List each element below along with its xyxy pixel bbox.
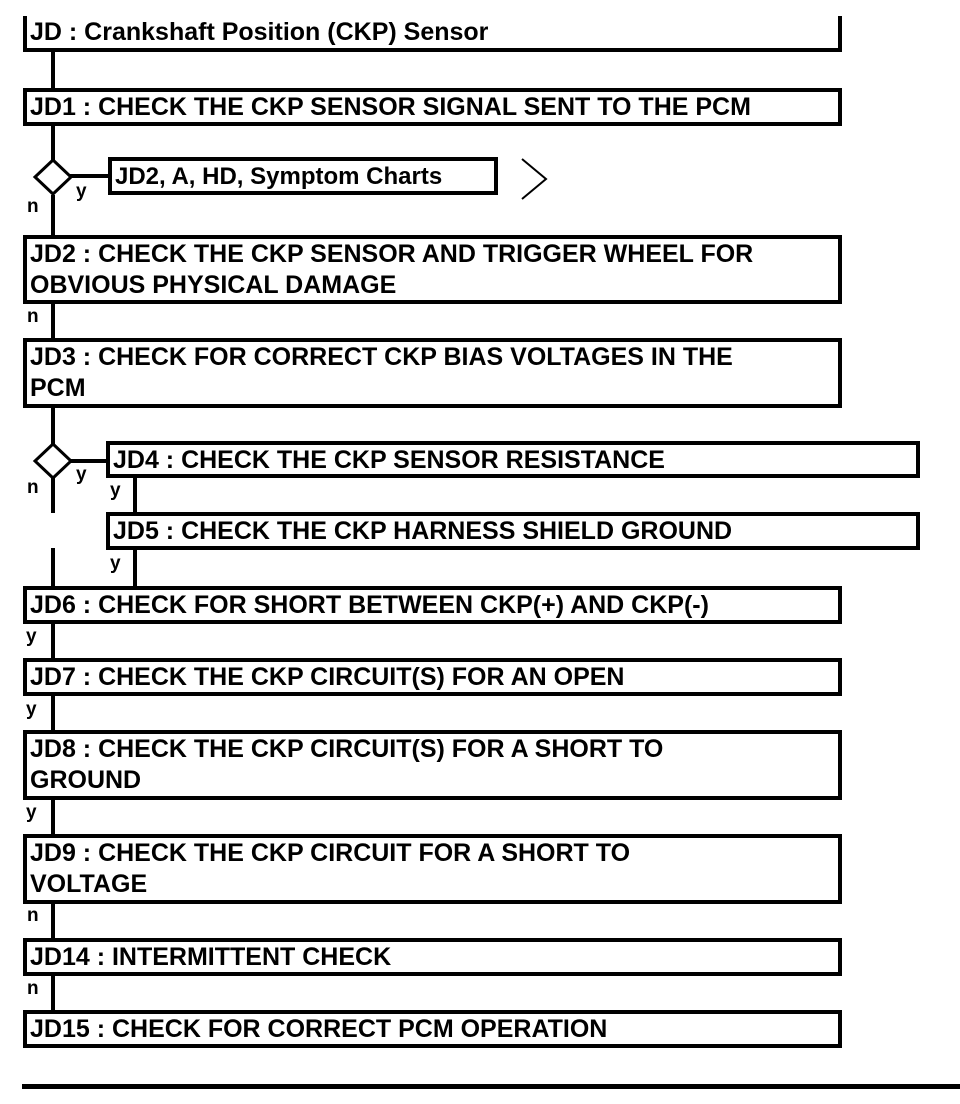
decision1-yes-label: y <box>76 181 87 202</box>
connector-jd1-decision1 <box>51 124 55 160</box>
connector-to-jd6 <box>51 548 55 588</box>
step-jd3[interactable]: JD3 : CHECK FOR CORRECT CKP BIAS VOLTAGE… <box>23 338 842 408</box>
step-jd9-line1: JD9 : CHECK THE CKP CIRCUIT FOR A SHORT … <box>30 839 631 867</box>
title-text: JD : Crankshaft Position (CKP) Sensor <box>30 18 489 46</box>
jd9-no-label: n <box>27 905 39 926</box>
step-jd2-line1: JD2 : CHECK THE CKP SENSOR AND TRIGGER W… <box>30 240 754 268</box>
connector-decision1-jd2 <box>51 195 55 235</box>
step-jd8-line2: GROUND <box>30 766 142 794</box>
connector-jd6-jd7 <box>51 622 55 658</box>
decision2-yes-label: y <box>76 464 87 485</box>
step-jd6-label: JD6 : CHECK FOR SHORT BETWEEN CKP(+) AND… <box>30 591 709 619</box>
connector-jd8-jd9 <box>51 798 55 834</box>
jd6-yes-label: y <box>26 626 37 647</box>
step-jd9[interactable]: JD9 : CHECK THE CKP CIRCUIT FOR A SHORT … <box>23 834 842 904</box>
connector-jd14-jd15 <box>51 974 55 1010</box>
step-jd8-line1: JD8 : CHECK THE CKP CIRCUIT(S) FOR A SHO… <box>30 735 664 763</box>
step-jd3-line2: PCM <box>30 374 86 402</box>
branch1-yes-line <box>70 174 110 178</box>
step-jd6[interactable]: JD6 : CHECK FOR SHORT BETWEEN CKP(+) AND… <box>23 586 842 624</box>
step-jd7[interactable]: JD7 : CHECK THE CKP CIRCUIT(S) FOR AN OP… <box>23 658 842 696</box>
step-jd1-label: JD1 : CHECK THE CKP SENSOR SIGNAL SENT T… <box>30 93 751 121</box>
connector-jd9-jd14 <box>51 902 55 938</box>
step-jd1[interactable]: JD1 : CHECK THE CKP SENSOR SIGNAL SENT T… <box>23 88 842 126</box>
step-jd8[interactable]: JD8 : CHECK THE CKP CIRCUIT(S) FOR A SHO… <box>23 730 842 800</box>
title-box: JD : Crankshaft Position (CKP) Sensor <box>23 16 842 52</box>
branch2-yes-line <box>70 459 110 463</box>
jd7-yes-label: y <box>26 699 37 720</box>
step-jd15-label: JD15 : CHECK FOR CORRECT PCM OPERATION <box>30 1015 608 1043</box>
decision-diamond-1 <box>32 157 74 197</box>
step-jd4-label: JD4 : CHECK THE CKP SENSOR RESISTANCE <box>113 446 665 474</box>
step-jd4[interactable]: JD4 : CHECK THE CKP SENSOR RESISTANCE <box>106 441 920 478</box>
step-jd5-label: JD5 : CHECK THE CKP HARNESS SHIELD GROUN… <box>113 517 733 545</box>
step-jd9-line2: VOLTAGE <box>30 870 148 898</box>
connector-jd5-jd6 <box>133 548 137 588</box>
jd4-yes-label: y <box>110 480 121 501</box>
step-jd15[interactable]: JD15 : CHECK FOR CORRECT PCM OPERATION <box>23 1010 842 1048</box>
step-jd14-label: JD14 : INTERMITTENT CHECK <box>30 943 392 971</box>
step-jd14[interactable]: JD14 : INTERMITTENT CHECK <box>23 938 842 976</box>
connector-jd7-jd8 <box>51 694 55 730</box>
connector-jd2-jd3 <box>51 302 55 338</box>
step-jd5[interactable]: JD5 : CHECK THE CKP HARNESS SHIELD GROUN… <box>106 512 920 550</box>
step-jd7-label: JD7 : CHECK THE CKP CIRCUIT(S) FOR AN OP… <box>30 663 625 691</box>
decision2-no-label: n <box>27 477 39 498</box>
branch1-target-label: JD2, A, HD, Symptom Charts <box>115 163 443 190</box>
decision1-no-label: n <box>27 196 39 217</box>
decision-diamond-2 <box>32 441 74 481</box>
connector-decision2-down <box>51 478 55 513</box>
step-jd2[interactable]: JD2 : CHECK THE CKP SENSOR AND TRIGGER W… <box>23 235 842 304</box>
chevron-right-icon <box>521 158 548 200</box>
step-branch1-target[interactable]: JD2, A, HD, Symptom Charts <box>108 157 498 195</box>
jd8-yes-label: y <box>26 802 37 823</box>
jd2-no-label: n <box>27 306 39 327</box>
connector-jd4-jd5 <box>133 476 137 512</box>
step-jd2-line2: OBVIOUS PHYSICAL DAMAGE <box>30 271 397 299</box>
jd14-no-label: n <box>27 978 39 999</box>
connector-jd3-decision2 <box>51 406 55 444</box>
jd5-yes-label: y <box>110 553 121 574</box>
connector-title-jd1 <box>51 50 55 88</box>
bottom-rule <box>22 1084 960 1089</box>
step-jd3-line1: JD3 : CHECK FOR CORRECT CKP BIAS VOLTAGE… <box>30 343 733 371</box>
